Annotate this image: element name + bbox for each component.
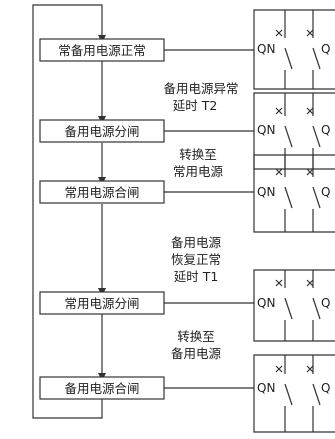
svg-text:延时 T1: 延时 T1 xyxy=(174,269,219,284)
svg-text:延时 T2: 延时 T2 xyxy=(173,98,218,113)
state-label: 备用电源分闸 xyxy=(64,124,139,139)
switch-left-label: QN xyxy=(257,296,275,310)
state-box-5: 备用电源合闸 xyxy=(39,376,165,400)
transition-label-1: 备用电源异常 延时 T2 xyxy=(163,81,238,113)
switch-right-label: Q xyxy=(321,123,330,137)
state-label: 常备用电源正常 xyxy=(58,43,146,58)
switch-panel-4: QN Q xyxy=(253,269,335,342)
svg-text:备用电源: 备用电源 xyxy=(171,235,222,250)
transition-label-3: 备用电源 恢复正常 延时 T1 xyxy=(171,235,222,284)
svg-text:备用电源: 备用电源 xyxy=(171,346,222,361)
transition-label-2: 转换至 常用电源 xyxy=(173,147,224,179)
state-label: 常用电源分闸 xyxy=(64,296,139,311)
switch-left-label: QN xyxy=(257,185,275,199)
svg-text:常用电源: 常用电源 xyxy=(173,164,224,179)
svg-text:备用电源异常: 备用电源异常 xyxy=(163,81,238,96)
state-label: 备用电源合闸 xyxy=(64,381,139,396)
switch-panel-3: QN Q xyxy=(253,154,335,233)
switch-panel-1: QN Q xyxy=(253,9,335,90)
svg-text:转换至: 转换至 xyxy=(179,147,217,162)
state-box-3: 常用电源合闸 xyxy=(39,180,165,204)
transition-label-4: 转换至 备用电源 xyxy=(171,329,222,361)
switch-left-label: QN xyxy=(257,42,275,56)
switch-left-label: QN xyxy=(257,123,275,137)
switch-right-label: Q xyxy=(321,381,330,395)
state-box-2: 备用电源分闸 xyxy=(39,119,165,143)
switch-panel-5: QN Q xyxy=(253,354,335,433)
switch-right-label: Q xyxy=(321,42,330,56)
switch-right-label: Q xyxy=(321,185,330,199)
state-box-1: 常备用电源正常 xyxy=(39,38,165,62)
switch-right-label: Q xyxy=(321,296,330,310)
switch-left-label: QN xyxy=(257,381,275,395)
svg-text:恢复正常: 恢复正常 xyxy=(171,252,221,267)
feedback-loop-line xyxy=(32,4,106,419)
state-box-4: 常用电源分闸 xyxy=(39,291,165,315)
switch-panel-2: QN Q xyxy=(253,92,335,170)
state-label: 常用电源合闸 xyxy=(64,185,139,200)
svg-text:转换至: 转换至 xyxy=(177,329,215,344)
